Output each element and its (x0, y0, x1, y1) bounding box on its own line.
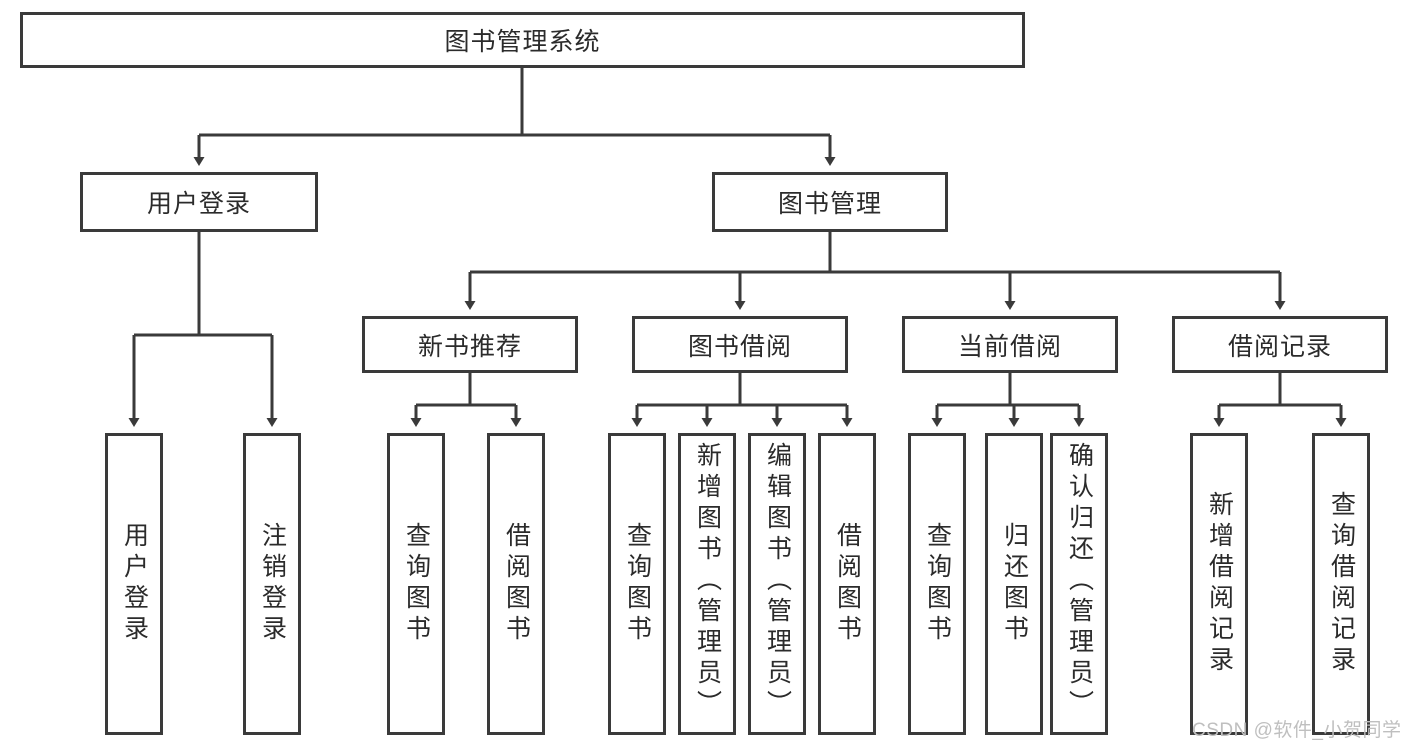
node-leaf-edit-book-admin[interactable]: 编辑图书（管理员） (748, 433, 806, 735)
node-leaf-add-borrow-record[interactable]: 新增借阅记录 (1190, 433, 1248, 735)
node-leaf-query-books-3-label: 查询图书 (923, 522, 952, 646)
node-leaf-query-books-1[interactable]: 查询图书 (387, 433, 445, 735)
node-leaf-return-book[interactable]: 归还图书 (985, 433, 1043, 735)
node-borrow-record-label: 借阅记录 (1227, 332, 1332, 361)
node-leaf-query-books-2-label: 查询图书 (623, 522, 652, 646)
node-leaf-borrow-books-1-label: 借阅图书 (502, 522, 531, 646)
node-book-borrow-label: 图书借阅 (687, 332, 792, 361)
node-leaf-add-book-admin-label: 新增图书（管理员） (693, 442, 722, 721)
node-root[interactable]: 图书管理系统 (20, 12, 1025, 68)
node-leaf-query-books-2[interactable]: 查询图书 (608, 433, 666, 735)
node-current-borrow[interactable]: 当前借阅 (902, 316, 1118, 373)
node-leaf-query-books-3[interactable]: 查询图书 (908, 433, 966, 735)
node-leaf-borrow-books-2[interactable]: 借阅图书 (818, 433, 876, 735)
node-root-label: 图书管理系统 (444, 28, 601, 56)
node-leaf-query-borrow-record-label: 查询借阅记录 (1327, 491, 1356, 677)
node-leaf-confirm-return-admin-label: 确认归还（管理员） (1065, 442, 1094, 721)
node-new-book-recommend[interactable]: 新书推荐 (362, 316, 578, 373)
node-leaf-edit-book-admin-label: 编辑图书（管理员） (763, 442, 792, 721)
watermark-text: CSDN @软件_小贺同学 (1192, 720, 1402, 741)
node-book-management[interactable]: 图书管理 (712, 172, 948, 232)
node-borrow-record[interactable]: 借阅记录 (1172, 316, 1388, 373)
node-leaf-return-book-label: 归还图书 (1000, 522, 1029, 646)
node-book-borrow[interactable]: 图书借阅 (632, 316, 848, 373)
node-leaf-query-borrow-record[interactable]: 查询借阅记录 (1312, 433, 1370, 735)
node-leaf-borrow-books-1[interactable]: 借阅图书 (487, 433, 545, 735)
node-user-login-label: 用户登录 (146, 190, 251, 218)
node-leaf-user-login-label: 用户登录 (120, 522, 149, 646)
node-leaf-add-book-admin[interactable]: 新增图书（管理员） (678, 433, 736, 735)
node-leaf-user-login[interactable]: 用户登录 (105, 433, 163, 735)
node-leaf-add-borrow-record-label: 新增借阅记录 (1205, 491, 1234, 677)
node-leaf-logout-label: 注销登录 (258, 522, 287, 646)
node-leaf-query-books-1-label: 查询图书 (402, 522, 431, 646)
node-new-book-recommend-label: 新书推荐 (417, 332, 522, 361)
node-leaf-logout[interactable]: 注销登录 (243, 433, 301, 735)
node-book-management-label: 图书管理 (777, 190, 882, 218)
node-user-login[interactable]: 用户登录 (80, 172, 318, 232)
node-current-borrow-label: 当前借阅 (957, 332, 1062, 361)
node-leaf-confirm-return-admin[interactable]: 确认归还（管理员） (1050, 433, 1108, 735)
node-leaf-borrow-books-2-label: 借阅图书 (833, 522, 862, 646)
